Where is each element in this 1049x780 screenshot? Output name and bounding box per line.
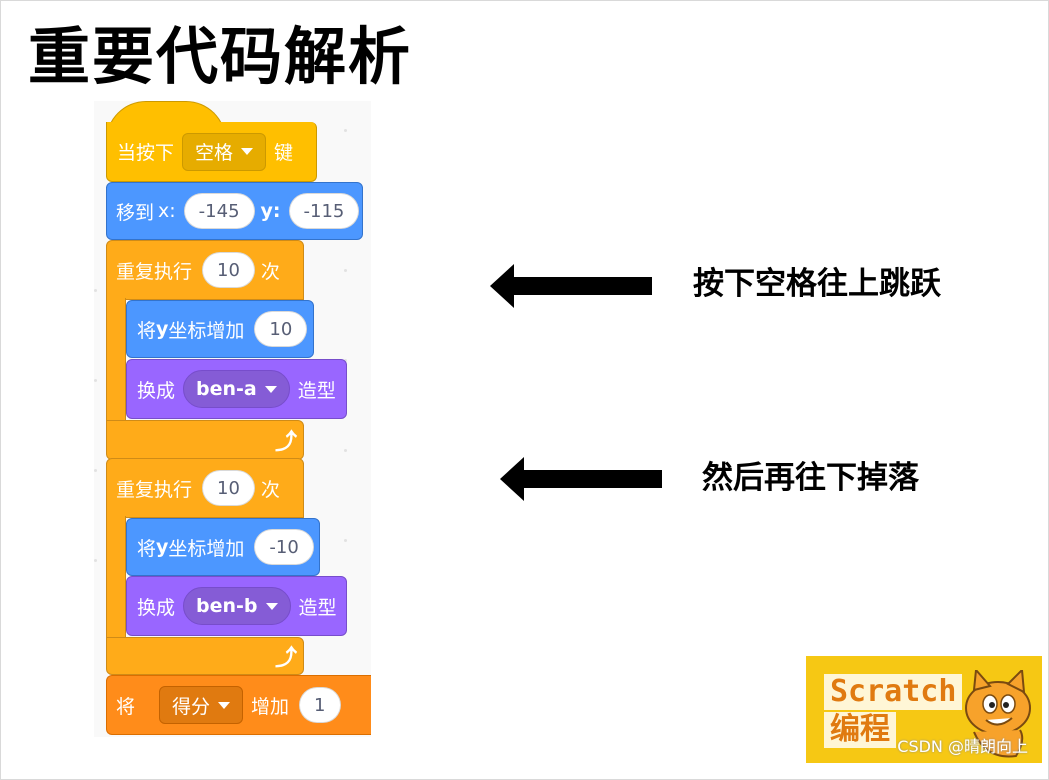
scratch-logo-banner: Scratch 编程 CSDN @晴朗向上 [806,656,1042,763]
grid-dot [94,289,97,292]
key-value: 空格 [195,138,233,165]
grid-dot [344,129,347,132]
goto-xy-block[interactable]: 移到 x: -145 y: -115 [106,182,363,240]
change-y-label-post: 坐标增加 [168,316,244,343]
change-y-block-2[interactable]: 将 y 坐标增加 -10 [126,518,320,576]
variable-dropdown[interactable]: 得分 [159,686,243,724]
repeat-arrow-icon: ⤴ [275,640,297,672]
grid-dot [94,559,97,562]
variable-value: 得分 [172,692,210,719]
caret-down-icon [241,148,253,155]
repeat-block-2[interactable]: 重复执行 10 次 [106,458,304,518]
slide-title: 重要代码解析 [28,18,412,96]
repeat-2-footer: ⤴ [106,637,304,675]
grid-dot [344,269,347,272]
change-y-label-pre: 将 [137,534,156,561]
goto-x-label: x: [158,200,176,222]
goto-y-label: y: [261,200,281,222]
change-variable-block[interactable]: 将 得分 增加 1 [106,675,371,735]
caret-down-icon [266,603,278,610]
annotation-jump: 按下空格往上跳跃 [693,258,941,303]
grid-dot [94,379,97,382]
switch-costume-suffix: 造型 [298,376,336,403]
repeat-1-arm [106,298,126,424]
grid-dot [94,469,97,472]
repeat-count-input[interactable]: 10 [202,470,255,506]
costume-value: ben-a [196,378,257,400]
repeat-suffix: 次 [261,475,280,502]
costume-value: ben-b [196,595,258,617]
change-var-input[interactable]: 1 [299,687,340,723]
repeat-block-1[interactable]: 重复执行 10 次 [106,240,304,300]
csdn-watermark: CSDN @晴朗向上 [897,733,1028,757]
switch-costume-suffix: 造型 [299,593,337,620]
grid-dot [344,539,347,542]
when-key-suffix: 键 [274,138,293,165]
when-key-pressed-block[interactable]: 当按下 空格 键 [106,122,317,182]
key-dropdown[interactable]: 空格 [182,133,266,171]
repeat-label: 重复执行 [116,257,192,284]
change-y-label-var: y [156,318,168,340]
change-var-label: 将 [116,692,135,719]
annotation-fall: 然后再往下掉落 [702,452,919,497]
logo-subtitle: 编程 [824,712,896,748]
caret-down-icon [265,386,277,393]
repeat-count-input[interactable]: 10 [202,252,255,288]
costume-dropdown[interactable]: ben-b [183,587,291,625]
change-y-input[interactable]: -10 [254,529,313,565]
left-arrow-icon [490,264,652,308]
switch-costume-block-2[interactable]: 换成 ben-b 造型 [126,576,347,636]
repeat-arrow-icon: ⤴ [275,424,297,456]
repeat-1-footer: ⤴ [106,420,304,460]
repeat-suffix: 次 [261,257,280,284]
switch-costume-label: 换成 [137,593,175,620]
change-y-input[interactable]: 10 [254,311,307,347]
repeat-label: 重复执行 [116,475,192,502]
switch-costume-label: 换成 [137,376,175,403]
goto-label: 移到 [116,198,154,225]
costume-dropdown[interactable]: ben-a [183,370,290,408]
change-y-label-post: 坐标增加 [168,534,244,561]
change-y-label-pre: 将 [137,316,156,343]
grid-dot [344,449,347,452]
switch-costume-block-1[interactable]: 换成 ben-a 造型 [126,359,347,419]
repeat-2-arm [106,516,126,642]
caret-down-icon [218,702,230,709]
x-input[interactable]: -145 [184,193,255,229]
left-arrow-icon [500,457,662,501]
change-var-middle: 增加 [251,692,289,719]
change-y-block-1[interactable]: 将 y 坐标增加 10 [126,300,314,358]
when-key-prefix: 当按下 [117,138,174,165]
change-y-label-var: y [156,536,168,558]
logo-word: Scratch [824,674,962,710]
y-input[interactable]: -115 [289,193,360,229]
